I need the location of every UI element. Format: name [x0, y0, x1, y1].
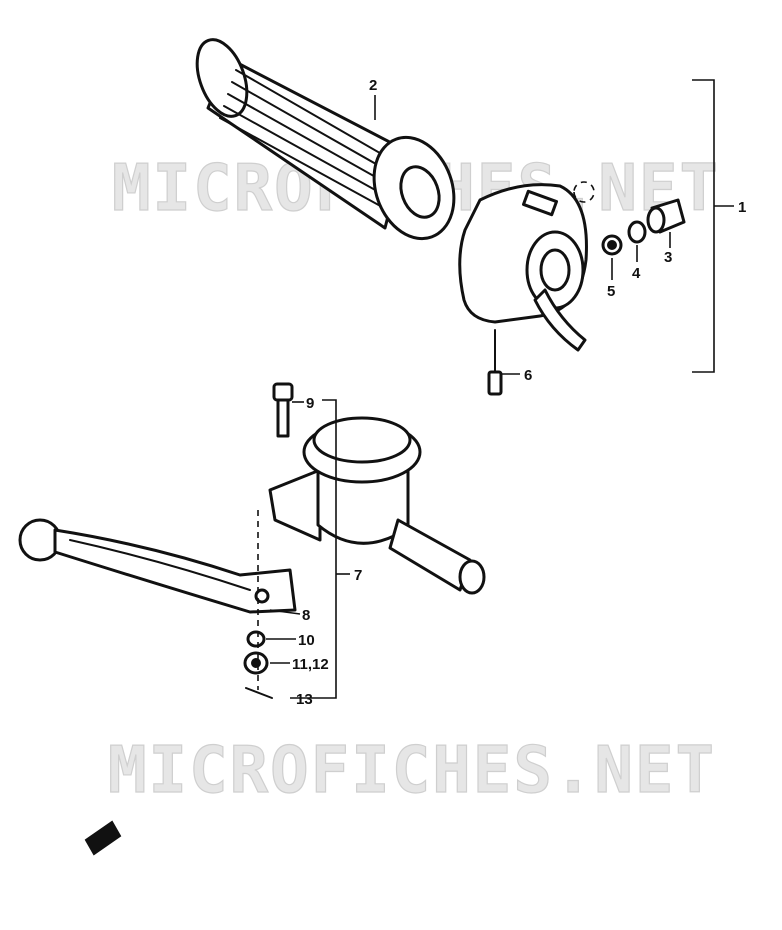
- washer-part-10: [246, 630, 266, 648]
- washer-part-4: [627, 220, 647, 244]
- bracket-part-7: [290, 399, 337, 699]
- throttle-housing: [458, 181, 595, 352]
- adjuster-part-3: [646, 198, 686, 234]
- callout-10: 10: [298, 632, 315, 649]
- front-arrow-icon: [84, 820, 122, 856]
- bolt-part-9: [272, 382, 294, 438]
- callout-5: 5: [607, 283, 615, 300]
- callout-1: 1: [738, 199, 746, 216]
- callout-8: 8: [302, 607, 310, 624]
- screw-part-6: [487, 329, 503, 396]
- callout-2: 2: [369, 77, 377, 94]
- callout-9: 9: [306, 395, 314, 412]
- bracket-part-1: [692, 79, 715, 373]
- nut-part-5: [601, 234, 623, 256]
- watermark-bottom: MICROFICHES.NET: [108, 734, 716, 808]
- callout-4: 4: [632, 265, 641, 282]
- callout-6: 6: [524, 367, 532, 384]
- nut-part-11-12: [243, 651, 269, 675]
- callout-11-12: 11,12: [292, 656, 329, 673]
- pin-part-13: [245, 687, 273, 699]
- handlebar-grip: [195, 38, 456, 241]
- brake-lever: [18, 518, 297, 614]
- master-cylinder: [268, 416, 486, 595]
- callout-3: 3: [664, 249, 672, 266]
- callout-7: 7: [354, 567, 362, 584]
- callout-13: 13: [296, 691, 313, 708]
